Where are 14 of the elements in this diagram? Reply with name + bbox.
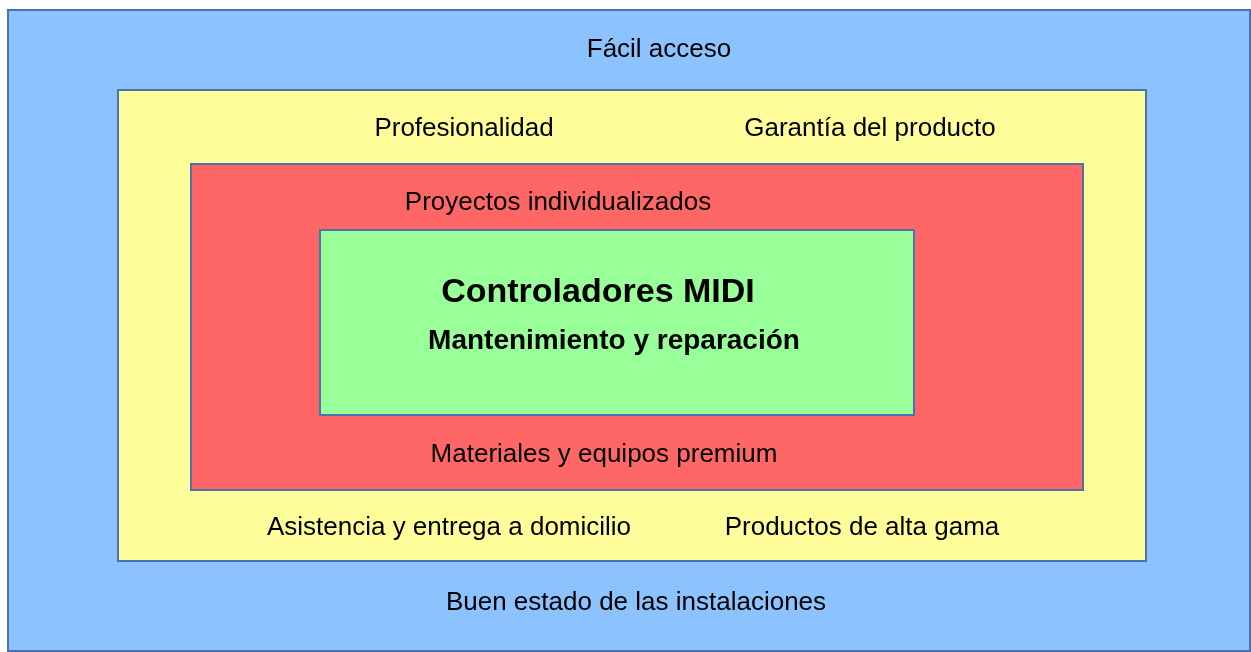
- layer-label: Garantía del producto: [744, 112, 996, 144]
- layer-label: Productos de alta gama: [724, 511, 1000, 543]
- heading-text: Controladores MIDI: [441, 269, 755, 311]
- layer-label: Asistencia y entrega a domicilio: [266, 511, 632, 543]
- layer-label: Profesionalidad: [374, 112, 554, 144]
- layer-box: [190, 163, 1084, 491]
- layer-label: Buen estado de las instalaciones: [445, 586, 827, 618]
- outer-layer-box: [7, 9, 1251, 652]
- layer-label: Fácil acceso: [586, 33, 732, 65]
- heading-text: Mantenimiento y reparación: [428, 323, 800, 357]
- layer-box: [117, 89, 1147, 562]
- layer-label: Proyectos individualizados: [404, 186, 712, 218]
- core-box: [319, 229, 915, 416]
- layer-label: Materiales y equipos premium: [430, 438, 778, 470]
